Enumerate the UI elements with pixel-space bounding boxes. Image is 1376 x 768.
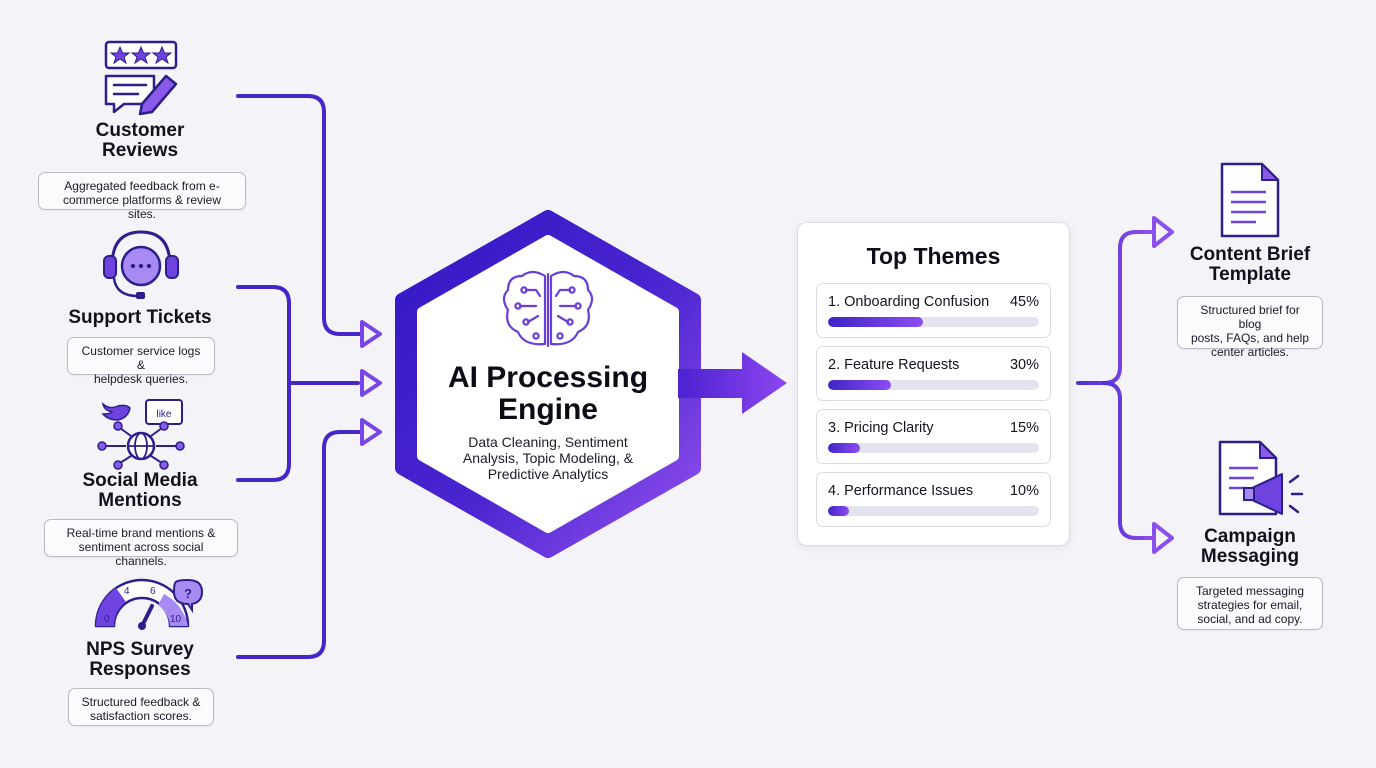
theme-progress-track xyxy=(828,443,1039,453)
engine-subtitle-line: Predictive Analytics xyxy=(487,466,609,482)
desc-line: Targeted messaging xyxy=(1195,584,1305,598)
engine-subtitle-line: Data Cleaning, Sentiment xyxy=(468,434,628,450)
theme-label: 3. Pricing Clarity xyxy=(828,420,934,436)
engine-title-line: Engine xyxy=(497,393,598,426)
source-title-line: Customer xyxy=(95,120,185,141)
theme-progress-fill xyxy=(828,317,923,327)
output-connector-lines xyxy=(1076,230,1156,540)
source-title-social-media: Social Media Mentions xyxy=(50,471,230,511)
input-arrowheads xyxy=(360,320,382,446)
engine-title-line: AI Processing xyxy=(447,361,649,394)
output-title-content-brief: Content Brief Template xyxy=(1170,245,1330,285)
social-network-icon: like xyxy=(97,399,185,470)
desc-line: posts, FAQs, and help xyxy=(1190,331,1310,345)
output-arrowheads xyxy=(1152,216,1174,554)
desc-line: center articles. xyxy=(1210,345,1290,359)
desc-line: social, and ad copy. xyxy=(1197,612,1303,626)
source-desc-nps: Structured feedback & satisfaction score… xyxy=(68,688,214,726)
gauge-label-0: 0 xyxy=(104,614,110,625)
gauge-label-4: 4 xyxy=(124,586,130,597)
source-title-line: Support Tickets xyxy=(68,307,212,328)
source-title-line: Social Media xyxy=(82,470,198,491)
desc-line: Customer service logs & xyxy=(81,344,201,372)
source-title-line: Reviews xyxy=(101,140,179,161)
headset-icon xyxy=(103,230,179,299)
gauge-label-6: 6 xyxy=(150,586,156,597)
theme-progress-fill xyxy=(828,380,892,390)
review-stars-icon xyxy=(104,40,178,116)
theme-progress-track xyxy=(828,380,1039,390)
source-title-line: NPS Survey xyxy=(86,639,194,660)
engine-to-themes-arrow xyxy=(678,352,787,414)
theme-percent: 10% xyxy=(1009,483,1039,499)
theme-row: 3. Pricing Clarity 15% xyxy=(816,409,1051,464)
like-badge-text: like xyxy=(156,409,171,420)
theme-row: 2. Feature Requests 30% xyxy=(816,346,1051,401)
brain-circuit-icon xyxy=(502,270,594,348)
output-title-line: Messaging xyxy=(1200,546,1300,567)
nps-gauge-icon: 0 4 6 10 ? xyxy=(94,578,204,630)
theme-label: 4. Performance Issues xyxy=(828,483,974,499)
output-title-campaign: Campaign Messaging xyxy=(1170,527,1330,567)
theme-label: 2. Feature Requests xyxy=(828,357,960,373)
source-title-line: Mentions xyxy=(98,490,182,511)
theme-progress-track xyxy=(828,506,1039,516)
theme-row: 4. Performance Issues 10% xyxy=(816,472,1051,527)
top-themes-title: Top Themes xyxy=(866,243,1001,269)
source-title-line: Responses xyxy=(89,659,191,680)
engine-title: AI Processing Engine xyxy=(430,362,666,426)
top-themes-card: Top Themes 1. Onboarding Confusion 45% 2… xyxy=(797,222,1070,546)
theme-percent: 15% xyxy=(1009,420,1039,436)
theme-percent: 30% xyxy=(1009,357,1039,373)
source-desc-customer-reviews: Aggregated feedback from e- commerce pla… xyxy=(38,172,246,221)
desc-line: Structured feedback & xyxy=(81,695,201,709)
source-desc-social-media: Real-time brand mentions & sentiment acr… xyxy=(44,519,238,568)
source-desc-support-tickets: Customer service logs & helpdesk queries… xyxy=(67,337,215,386)
theme-progress-fill xyxy=(828,506,850,516)
output-title-line: Campaign xyxy=(1204,526,1296,547)
gauge-label-10: 10 xyxy=(170,614,182,625)
engine-subtitle: Data Cleaning, Sentiment Analysis, Topic… xyxy=(446,434,650,482)
output-title-line: Content Brief xyxy=(1189,244,1311,265)
source-title-customer-reviews: Customer Reviews xyxy=(60,121,220,161)
svg-text:?: ? xyxy=(184,586,192,601)
theme-progress-fill xyxy=(828,443,860,453)
document-icon xyxy=(1220,162,1280,238)
desc-line: commerce platforms & review sites. xyxy=(62,193,222,221)
desc-line: Real-time brand mentions & xyxy=(66,526,216,540)
theme-row: 1. Onboarding Confusion 45% xyxy=(816,283,1051,338)
megaphone-document-icon xyxy=(1218,440,1304,516)
theme-label: 1. Onboarding Confusion xyxy=(828,294,990,310)
theme-percent: 45% xyxy=(1009,294,1039,310)
source-title-support-tickets: Support Tickets xyxy=(50,308,230,328)
source-title-nps: NPS Survey Responses xyxy=(60,640,220,680)
desc-line: satisfaction scores. xyxy=(89,709,193,723)
output-desc-content-brief: Structured brief for blog posts, FAQs, a… xyxy=(1177,296,1323,359)
output-title-line: Template xyxy=(1208,264,1291,285)
engine-subtitle-line: Analysis, Topic Modeling, & xyxy=(462,450,634,466)
output-desc-campaign: Targeted messaging strategies for email,… xyxy=(1177,577,1323,630)
desc-line: Aggregated feedback from e- xyxy=(64,179,220,193)
input-connector-lines xyxy=(236,94,362,659)
desc-line: strategies for email, xyxy=(1197,598,1303,612)
desc-line: Structured brief for blog xyxy=(1200,303,1300,331)
engine-hexagon xyxy=(395,210,701,558)
theme-progress-track xyxy=(828,317,1039,327)
desc-line: sentiment across social channels. xyxy=(78,540,204,568)
desc-line: helpdesk queries. xyxy=(93,372,189,386)
